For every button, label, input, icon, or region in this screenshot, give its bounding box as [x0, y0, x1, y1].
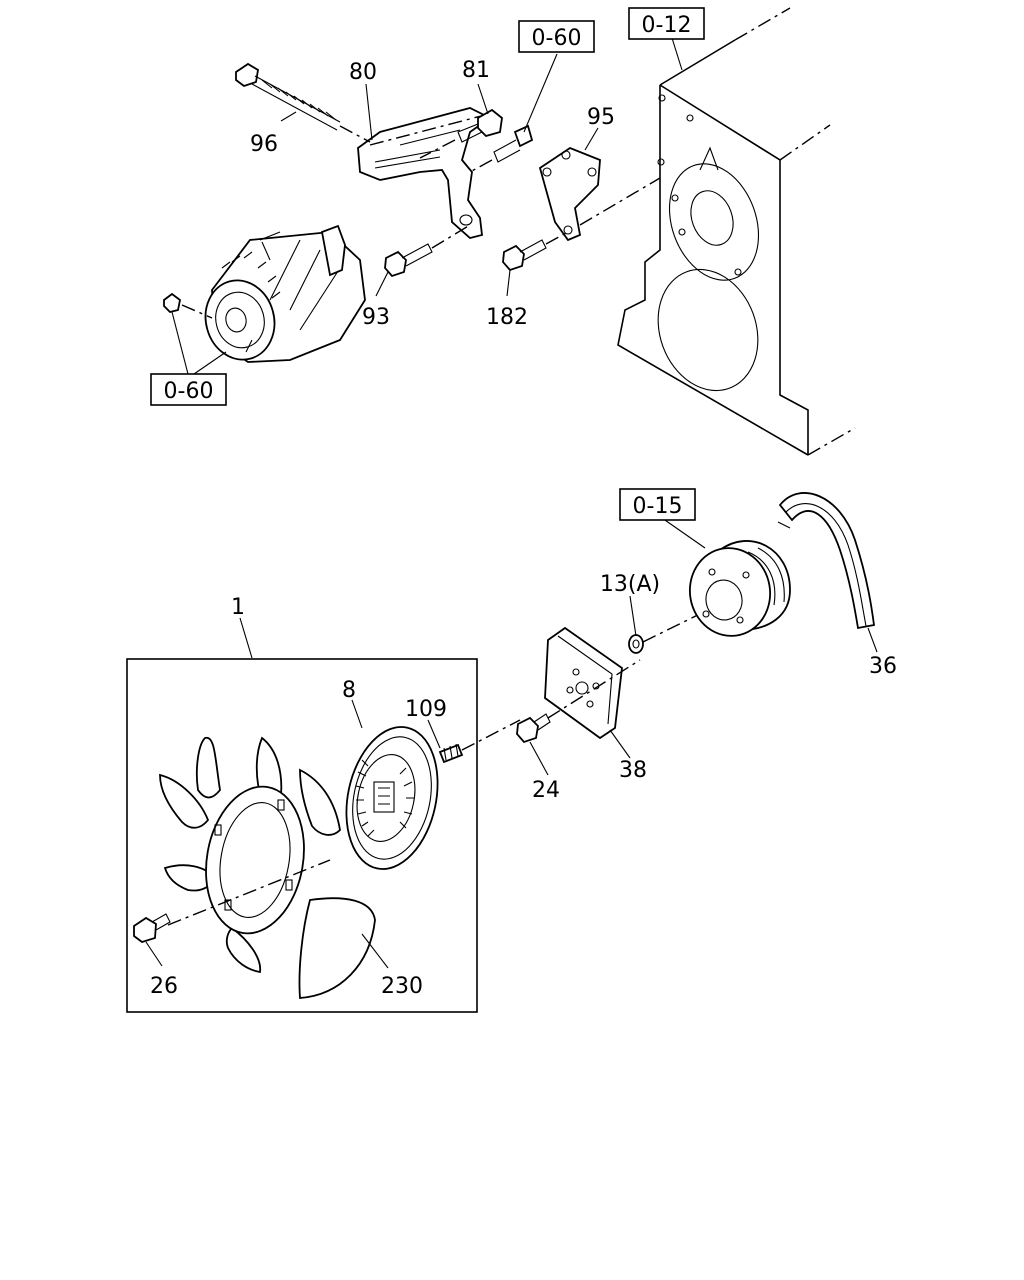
label-109: 109: [405, 697, 447, 722]
bolt-182: [502, 231, 569, 272]
label-230: 230: [381, 974, 423, 999]
ref-box-0-15: 0-15: [619, 488, 696, 521]
label-36: 36: [869, 654, 897, 679]
label-26: 26: [150, 974, 178, 999]
label-95: 95: [587, 105, 615, 130]
label-81: 81: [462, 58, 490, 83]
ref-0-60-top-text: 0-60: [532, 26, 582, 51]
bolt-81: [419, 108, 503, 159]
plate-38: [544, 626, 641, 740]
engine-block: [617, 7, 856, 456]
ref-0-12-text: 0-12: [642, 13, 692, 38]
bolt-24: [516, 713, 551, 744]
belt-36: [777, 492, 876, 630]
pulley-0-15: [688, 540, 791, 637]
label-80: 80: [349, 60, 377, 85]
label-93: 93: [362, 305, 390, 330]
ref-box-0-12: 0-12: [628, 7, 705, 40]
label-96: 96: [250, 132, 278, 157]
label-38: 38: [619, 758, 647, 783]
ref-0-60-left-text: 0-60: [164, 379, 214, 404]
bolt-93: [384, 224, 471, 278]
ref-box-0-60-top: 0-60: [518, 20, 595, 53]
label-1: 1: [231, 595, 245, 620]
label-13a: 13(A): [600, 572, 660, 597]
label-8: 8: [342, 678, 356, 703]
bolt-26: [133, 913, 171, 943]
ref-box-0-60-left: 0-60: [150, 373, 227, 406]
fan-230: [159, 736, 376, 999]
leader-lines: [145, 37, 878, 969]
ref-0-15-text: 0-15: [633, 494, 683, 519]
fitting-0-60: [469, 124, 534, 173]
alternator: [163, 224, 366, 363]
stud-109: [438, 719, 521, 764]
bolt-96: [235, 62, 371, 143]
label-182: 182: [486, 305, 528, 330]
label-24: 24: [532, 778, 560, 803]
fan-clutch-8: [345, 726, 439, 870]
bracket-95: [538, 146, 661, 242]
